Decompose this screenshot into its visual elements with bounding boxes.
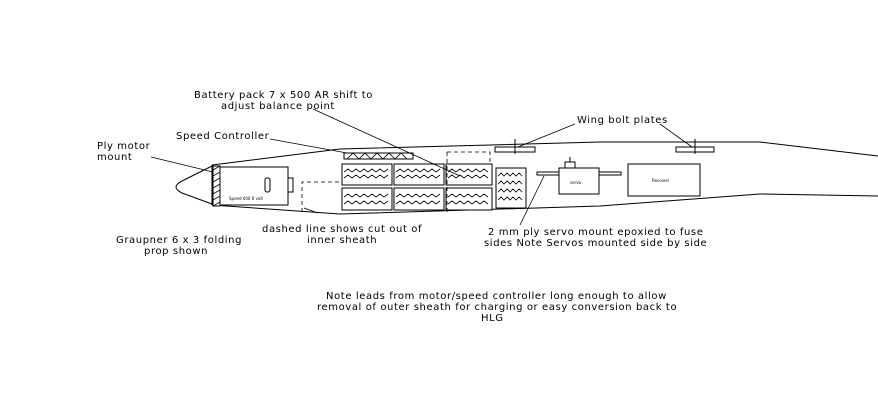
battery-pack (341, 163, 527, 211)
ply-motor-mount (212, 165, 221, 207)
servo-mount: servo (536, 157, 622, 195)
dashed-line-label-line1: dashed line shows cut out of (262, 224, 422, 235)
fuselage-outline (211, 141, 878, 215)
receiver: Receiver (627, 163, 701, 197)
ply-motor-label-line2: mount (97, 152, 132, 163)
wing-bolt-plates (494, 139, 715, 154)
note-line3: HLG (481, 313, 504, 324)
graupner-label-line1: Graupner 6 x 3 folding (116, 235, 242, 246)
ply-motor-label-line1: Ply motor (97, 141, 151, 152)
receiver-label: Receiver (652, 178, 670, 183)
note-line1: Note leads from motor/speed controller l… (326, 291, 667, 302)
battery-label-line2: adjust balance point (221, 101, 335, 112)
inner-sheath-cutout (301, 151, 491, 212)
speed-controller-label: Speed Controller (176, 131, 270, 142)
note-line2: removal of outer sheath for charging or … (317, 302, 677, 313)
servo-mount-label-line2: sides Note Servos mounted side by side (484, 238, 707, 249)
battery-label-line1: Battery pack 7 x 500 AR shift to (194, 90, 373, 101)
spinner-nose-cone (175, 165, 213, 205)
graupner-label-line2: prop shown (144, 246, 208, 257)
leader-lines (150, 108, 693, 226)
servo-label: servo (570, 180, 582, 185)
speed-controller (343, 152, 414, 160)
wing-bolt-plates-label: Wing bolt plates (577, 115, 668, 126)
motor-label: Speed 400 6 volt (229, 196, 263, 201)
motor: Speed 400 6 volt (219, 166, 294, 206)
servo-mount-label-line1: 2 mm ply servo mount epoxied to fuse (488, 227, 703, 238)
dashed-line-label-line2: inner sheath (307, 235, 377, 246)
